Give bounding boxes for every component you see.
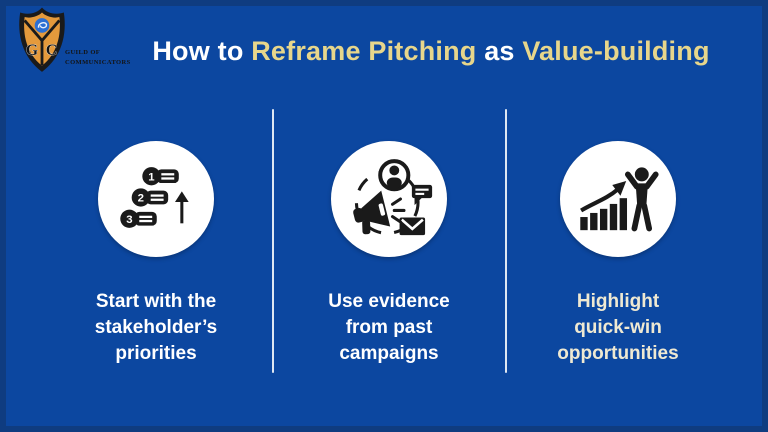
card-label: Start with the stakeholder’s priorities <box>40 289 272 367</box>
logo-org-line2: COMMUNICATORS <box>65 59 131 66</box>
title-segment-as: as <box>484 36 523 66</box>
card-label-line: Use evidence <box>328 291 450 312</box>
card-label: Use evidence from past campaigns <box>273 289 505 367</box>
card-label: Highlight quick-win opportunities <box>502 289 734 367</box>
card-stakeholder-priorities: 1 2 3 Start with the stakeholder’s <box>40 141 272 367</box>
title-segment-reframe-pitching: Reframe Pitching <box>251 36 485 66</box>
card-label-line: priorities <box>115 343 197 364</box>
shield-letter-c: C <box>46 42 57 59</box>
svg-text:1: 1 <box>148 171 155 183</box>
shield-letter-g: G <box>26 42 38 59</box>
logo-org-name: GUILD OF COMMUNICATORS <box>65 48 131 68</box>
column-divider-right <box>505 109 507 373</box>
priority-list-icon: 1 2 3 <box>120 167 189 228</box>
card-label-line: quick-win <box>574 317 662 338</box>
campaign-outreach-icon <box>353 159 433 236</box>
card-evidence-campaigns: Use evidence from past campaigns <box>273 141 505 367</box>
card-label-line: Highlight <box>576 291 660 312</box>
growth-success-icon <box>580 167 659 232</box>
column-divider-left <box>272 109 274 373</box>
card-label-line: stakeholder’s <box>94 317 218 338</box>
svg-text:2: 2 <box>138 193 144 205</box>
card-quick-win-opportunities: Highlight quick-win opportunities <box>502 141 734 367</box>
card-label-line: opportunities <box>557 343 679 364</box>
title-segment-how-to: How to <box>152 36 252 66</box>
card-label-line: Start with the <box>95 291 217 312</box>
logo-org-line1: GUILD OF <box>65 49 101 56</box>
card-label-line: campaigns <box>339 343 439 364</box>
guild-of-communicators-logo: G C GUILD OF COMMUNICATORS <box>10 6 180 84</box>
shield-crest-icon: G C <box>19 7 65 72</box>
icon-circle <box>331 141 447 257</box>
page-title: How to Reframe Pitching as Value-buildin… <box>116 36 746 67</box>
card-label-line: from past <box>345 317 433 338</box>
icon-circle <box>560 141 676 257</box>
icon-circle: 1 2 3 <box>98 141 214 257</box>
svg-text:3: 3 <box>126 214 132 226</box>
title-segment-value-building: Value-building <box>522 36 710 66</box>
